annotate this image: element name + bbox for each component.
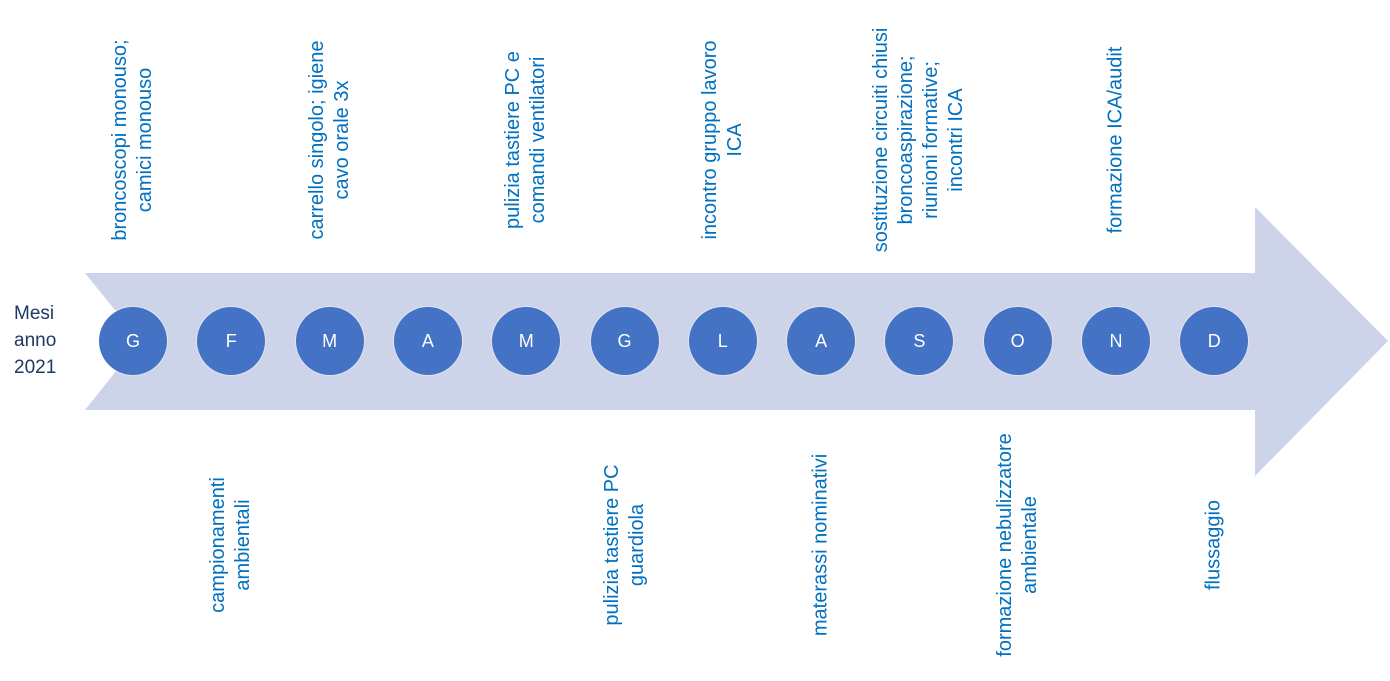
- event-label-line: flussaggio: [1202, 499, 1225, 591]
- event-label-below: flussaggio: [1202, 500, 1227, 590]
- event-label-above: formazione ICA/audit: [1104, 47, 1129, 234]
- axis-label-line: anno: [14, 330, 57, 351]
- month-letter: M: [322, 330, 338, 351]
- event-label-line: ICA: [723, 123, 746, 157]
- event-label-line: guardiola: [625, 503, 648, 587]
- event-label-above: broncoscopi monouso;camici monouso: [108, 39, 158, 240]
- event-label-line: camici monouso: [134, 67, 156, 213]
- month-circle: A: [393, 307, 462, 375]
- month-letter: G: [125, 330, 140, 351]
- month-circle: G: [590, 307, 659, 375]
- month-circle: G: [99, 307, 167, 375]
- event-label-line: cavo orale 3x: [330, 80, 353, 200]
- month-letter: S: [913, 330, 926, 351]
- month-letter: F: [225, 330, 237, 351]
- event-label-line: riunioni formative;: [920, 61, 943, 219]
- event-label-line: campionamenti: [207, 477, 230, 613]
- event-label-line: carrello singolo; igiene: [305, 40, 328, 240]
- event-label-line: broncoscopi monouso;: [109, 39, 131, 241]
- month-letter: M: [518, 330, 534, 351]
- event-label-line: formazione nebulizzatore: [993, 433, 1016, 657]
- event-label-line: materassi nominativi: [809, 453, 832, 637]
- month-circle: O: [983, 307, 1052, 375]
- month-letter: L: [717, 330, 728, 351]
- event-label-line: ambientali: [232, 499, 255, 591]
- event-label-line: pulizia tastiere PC: [600, 464, 623, 626]
- axis-label-line: 2021: [14, 357, 57, 378]
- month-letter: A: [815, 330, 828, 351]
- month-letter: O: [1010, 330, 1025, 351]
- month-letter: A: [421, 330, 434, 351]
- event-label-line: sostituzione circuiti chiusi: [870, 27, 893, 253]
- month-circle: N: [1082, 307, 1150, 375]
- month-letter: D: [1207, 330, 1221, 351]
- month-circle: S: [885, 307, 954, 375]
- month-circle: M: [295, 307, 364, 375]
- month-letter: G: [617, 330, 632, 351]
- month-circle: A: [787, 307, 856, 375]
- event-label-line: ambientale: [1018, 496, 1041, 594]
- month-circle: F: [197, 307, 266, 375]
- month-letter: N: [1109, 330, 1123, 351]
- event-label-line: comandi ventilatori: [527, 56, 550, 224]
- month-circle: L: [688, 307, 757, 375]
- event-label-line: incontro gruppo lavoro: [698, 40, 721, 240]
- event-label-line: incontri ICA: [945, 88, 968, 192]
- event-label-line: pulizia tastiere PC e: [502, 51, 525, 229]
- timeline-axis-label: Mesi anno 2021: [14, 300, 56, 381]
- event-label-below: materassi nominativi: [809, 454, 834, 636]
- event-label-line: broncoaspirazione;: [895, 55, 918, 225]
- month-circle: D: [1180, 307, 1249, 375]
- axis-label-line: Mesi: [14, 303, 55, 324]
- event-label-line: formazione ICA/audit: [1104, 46, 1127, 234]
- month-circle: M: [492, 307, 561, 375]
